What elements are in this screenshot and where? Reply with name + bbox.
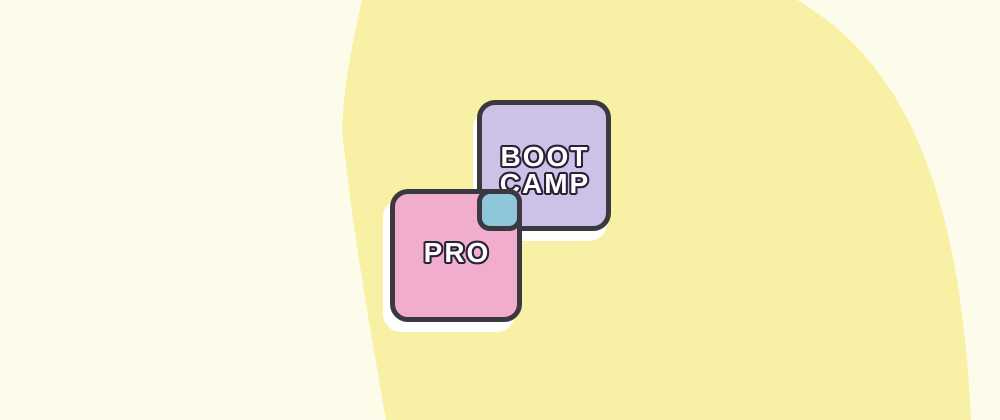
overlap-swatch bbox=[477, 189, 522, 231]
pro-badge: PRO bbox=[390, 189, 522, 322]
bootcamp-label-line1: BOOT bbox=[500, 140, 590, 172]
pro-badge-label: PRO bbox=[423, 237, 491, 268]
